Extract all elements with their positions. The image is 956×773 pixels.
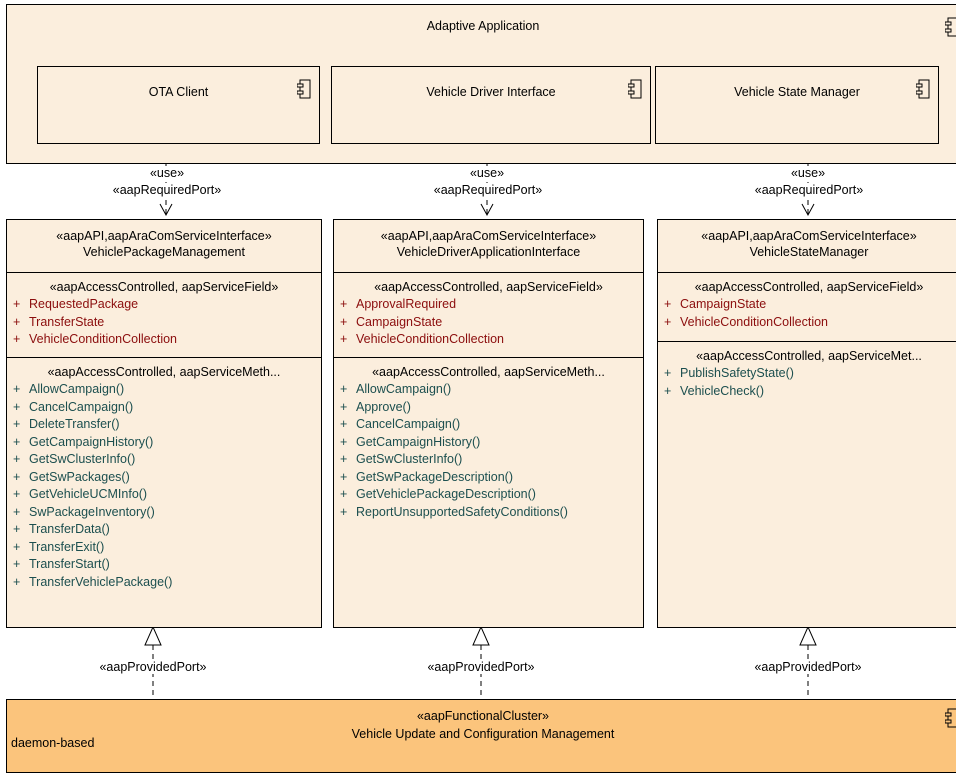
interface-name: VehicleDriverApplicationInterface: [396, 245, 581, 259]
fields-stereotype: «aapAccessControlled, aapServiceField»: [49, 280, 279, 294]
use-label-3: «use»: [787, 166, 829, 180]
method-row: +TransferStart(): [13, 557, 110, 571]
interface-vehicle-package-management: «aapAPI,aapAraComServiceInterface» Vehic…: [6, 219, 322, 628]
method-row: +Approve(): [340, 399, 411, 414]
method-row: +DeleteTransfer(): [13, 417, 120, 431]
provided-port-label-1: «aapProvidedPort»: [87, 660, 219, 674]
method-row: +TransferData(): [13, 522, 110, 536]
method-row: +CancelCampaign(): [340, 417, 461, 431]
use-label-1: «use»: [146, 166, 188, 180]
adaptive-application-title: Adaptive Application: [426, 19, 540, 33]
method-row: +TransferVehiclePackage(): [13, 574, 173, 589]
interface-stereotype: «aapAPI,aapAraComServiceInterface»: [380, 229, 597, 243]
method-row: +GetVehiclePackageDescription(): [340, 487, 536, 501]
field-row: +RequestedPackage: [13, 297, 139, 311]
field-row: +ApprovalRequired: [340, 297, 457, 311]
method-row: +AllowCampaign(): [13, 382, 125, 396]
component-name: Vehicle State Manager: [734, 85, 860, 99]
field-row: +TransferState: [13, 314, 105, 329]
method-row: +AllowCampaign(): [340, 382, 452, 396]
method-row: +CancelCampaign(): [13, 399, 134, 414]
required-port-label-3: «aapRequiredPort»: [743, 183, 875, 197]
field-row: +VehicleConditionCollection: [13, 332, 178, 346]
fields-stereotype: «aapAccessControlled, aapServiceField»: [694, 280, 924, 294]
method-row: +VehicleCheck(): [664, 383, 765, 398]
use-arrowhead-3: [801, 203, 815, 217]
component-icon: [297, 79, 311, 99]
component-icon: [628, 79, 642, 99]
component-name: OTA Client: [148, 85, 209, 99]
realization-arrowhead-1: [144, 625, 162, 646]
method-row: +GetCampaignHistory(): [340, 434, 481, 449]
realization-arrowhead-3: [799, 625, 817, 646]
component-icon: [945, 17, 956, 37]
component-name: Vehicle Driver Interface: [426, 85, 556, 99]
cluster-name: Vehicle Update and Configuration Managem…: [351, 727, 615, 741]
method-row: +PublishSafetyState(): [664, 366, 794, 380]
required-port-label-2: «aapRequiredPort»: [422, 183, 554, 197]
component-icon: [945, 708, 956, 728]
method-row: +GetSwPackages(): [13, 469, 130, 484]
interface-name: VehicleStateManager: [749, 245, 869, 259]
use-arrowhead-1: [159, 203, 173, 217]
realization-arrowhead-2: [472, 625, 490, 646]
methods-stereotype: «aapAccessControlled, aapServiceMeth...: [47, 365, 281, 379]
component-icon: [916, 79, 930, 99]
method-row: +GetCampaignHistory(): [13, 434, 154, 449]
adaptive-application-box: Adaptive Application OTA Client Vehicle …: [6, 4, 956, 164]
method-row: +ReportUnsupportedSafetyConditions(): [340, 504, 568, 519]
method-row: +GetSwPackageDescription(): [340, 469, 514, 484]
method-row: +GetVehicleUCMInfo(): [13, 487, 148, 501]
provided-port-label-2: «aapProvidedPort»: [415, 660, 547, 674]
method-row: +GetSwClusterInfo(): [13, 452, 136, 466]
cluster-stereotype: «aapFunctionalCluster»: [416, 709, 550, 723]
component-vehicle-state-manager: Vehicle State Manager: [655, 66, 939, 144]
method-row: +TransferExit(): [13, 539, 105, 554]
cluster-note: daemon-based: [11, 736, 95, 750]
provided-port-label-3: «aapProvidedPort»: [742, 660, 874, 674]
component-vehicle-driver-interface: Vehicle Driver Interface: [331, 66, 651, 144]
interface-vehicle-state-manager: «aapAPI,aapAraComServiceInterface» Vehic…: [657, 219, 956, 628]
required-port-label-1: «aapRequiredPort»: [101, 183, 233, 197]
method-row: +SwPackageInventory(): [13, 504, 155, 519]
component-ota-client: OTA Client: [37, 66, 320, 144]
interface-stereotype: «aapAPI,aapAraComServiceInterface»: [56, 229, 272, 243]
field-row: +CampaignState: [340, 314, 443, 329]
functional-cluster-box: «aapFunctionalCluster» Vehicle Update an…: [6, 699, 956, 773]
interface-stereotype: «aapAPI,aapAraComServiceInterface»: [701, 229, 917, 243]
field-row: +CampaignState: [664, 297, 767, 311]
field-row: +VehicleConditionCollection: [664, 314, 829, 329]
method-row: +GetSwClusterInfo(): [340, 452, 463, 466]
interface-name: VehiclePackageManagement: [83, 245, 245, 259]
field-row: +VehicleConditionCollection: [340, 332, 505, 346]
interface-vehicle-driver-application-interface: «aapAPI,aapAraComServiceInterface» Vehic…: [333, 219, 644, 628]
use-label-2: «use»: [466, 166, 508, 180]
fields-stereotype: «aapAccessControlled, aapServiceField»: [374, 280, 603, 294]
methods-stereotype: «aapAccessControlled, aapServiceMeth...: [372, 365, 605, 379]
methods-stereotype: «aapAccessControlled, aapServiceMet...: [696, 349, 922, 363]
use-arrowhead-2: [480, 203, 494, 217]
